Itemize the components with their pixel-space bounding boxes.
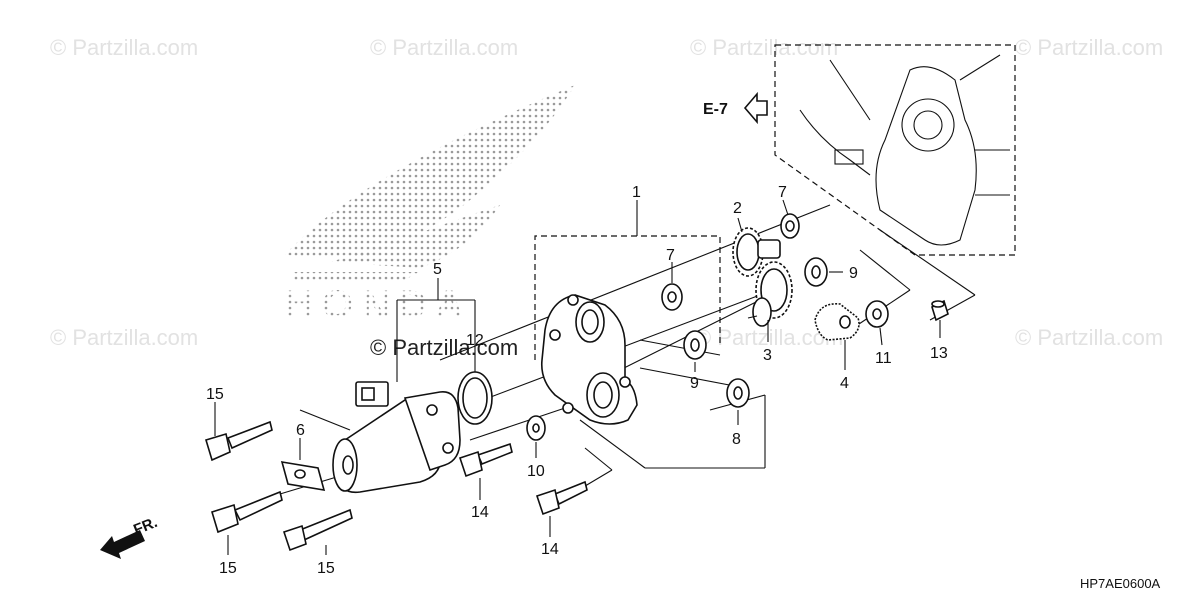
dowel-pin-13: [931, 299, 949, 322]
watermark-text: © Partzilla.com: [370, 35, 518, 60]
watermark-text: © Partzilla.com: [50, 325, 198, 350]
arrow-down-left-icon: [100, 530, 145, 559]
cover-assembly-bracket: [534, 235, 721, 360]
reduction-cover: [540, 294, 638, 425]
callout-11: 11: [875, 350, 892, 367]
arrow-left-icon: [743, 91, 768, 125]
watermark-text: © Partzilla.com: [1015, 325, 1163, 350]
bearing-7-upper: [780, 213, 800, 239]
front-label: FR.: [131, 514, 160, 539]
callout-leaders: [214, 199, 941, 555]
callout-9-lower: 9: [690, 375, 699, 392]
front-direction-indicator: FR.: [100, 514, 160, 559]
callout-9-upper: 9: [849, 265, 858, 282]
watermark-text: © Partzilla.com: [1015, 35, 1163, 60]
callout-3: 3: [763, 347, 772, 364]
bearing-9-lower: [683, 330, 707, 360]
bolt-15-mid: [211, 490, 283, 534]
washer-10: [526, 415, 546, 441]
honda-logo-text: HONDA: [285, 283, 472, 327]
bearing-9-upper: [804, 257, 828, 287]
bolt-14-left: [458, 442, 513, 478]
callout-15-bottom-right: 15: [317, 560, 335, 577]
shift-motor: [332, 381, 461, 494]
callout-15-top: 15: [206, 386, 224, 403]
callout-12: 12: [466, 332, 484, 349]
callout-14-right: 14: [541, 541, 559, 558]
callout-1: 1: [632, 184, 641, 201]
bearing-7-lower: [661, 283, 683, 311]
watermark-text: © Partzilla.com: [690, 35, 838, 60]
bolt-14-right: [535, 480, 588, 516]
callout-14-left: 14: [471, 504, 489, 521]
bolt-15-top: [205, 420, 273, 462]
honda-wing-logo: HONDA: [285, 85, 575, 327]
sector-gear-4: [814, 303, 860, 341]
callout-2: 2: [733, 200, 742, 217]
gear-2: [732, 227, 781, 277]
bearing-8: [726, 378, 750, 408]
watermark-text: © Partzilla.com: [50, 35, 198, 60]
gear-3: [747, 261, 793, 327]
diagram-code: HP7AE0600A: [1080, 576, 1161, 591]
o-ring: [457, 371, 493, 425]
engine-case: [774, 44, 1016, 256]
bolt-15-bottom: [282, 508, 353, 552]
callout-7-lower: 7: [666, 247, 675, 264]
reference-label: E-7: [703, 101, 728, 118]
callout-5: 5: [433, 261, 442, 278]
plate-part: [280, 461, 326, 491]
callout-7-upper: 7: [778, 184, 787, 201]
center-watermark-text: © Partzilla.com: [370, 335, 518, 360]
bearing-11: [865, 300, 889, 328]
callout-13: 13: [930, 345, 948, 362]
callout-10: 10: [527, 463, 545, 480]
callout-8: 8: [732, 431, 741, 448]
callout-6: 6: [296, 422, 305, 439]
callout-4: 4: [840, 375, 849, 392]
callout-15-bottom-left: 15: [219, 560, 237, 577]
